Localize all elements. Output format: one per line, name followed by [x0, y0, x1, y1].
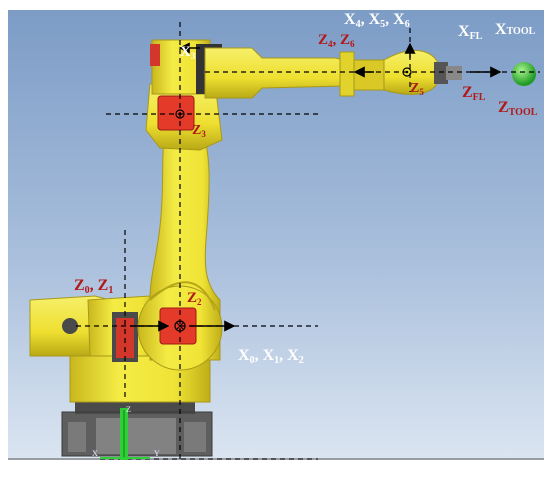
label-z3: Z3 [192, 123, 206, 139]
label-base-x: X [92, 449, 98, 458]
axis-arrows [130, 42, 502, 332]
label-z2: Z2 [187, 290, 202, 307]
label-xtool: XTOOL [495, 21, 536, 38]
floor-background [0, 460, 550, 481]
label-z4-z6: Z4, Z6 [318, 32, 355, 49]
label-x0-x1-x2: X0, X1, X2 [238, 347, 304, 366]
label-x3: X3 [180, 44, 196, 61]
tool-center-point [512, 62, 536, 86]
label-zfl: ZFL [462, 84, 486, 103]
base-frame [100, 408, 150, 460]
robot-base [61, 400, 213, 457]
joint-markers [174, 67, 412, 332]
label-x4-x5-x6: X4, X5, X6 [344, 11, 410, 30]
label-base-z: Z [126, 405, 131, 414]
label-z0-z1: Z0, Z1 [74, 277, 113, 296]
label-base-y: Y [154, 449, 160, 458]
label-ztool: ZTOOL [498, 99, 538, 118]
label-xfl: XFL [458, 23, 483, 42]
label-z5: Z5 [410, 81, 424, 97]
elbow-joint [145, 39, 223, 151]
